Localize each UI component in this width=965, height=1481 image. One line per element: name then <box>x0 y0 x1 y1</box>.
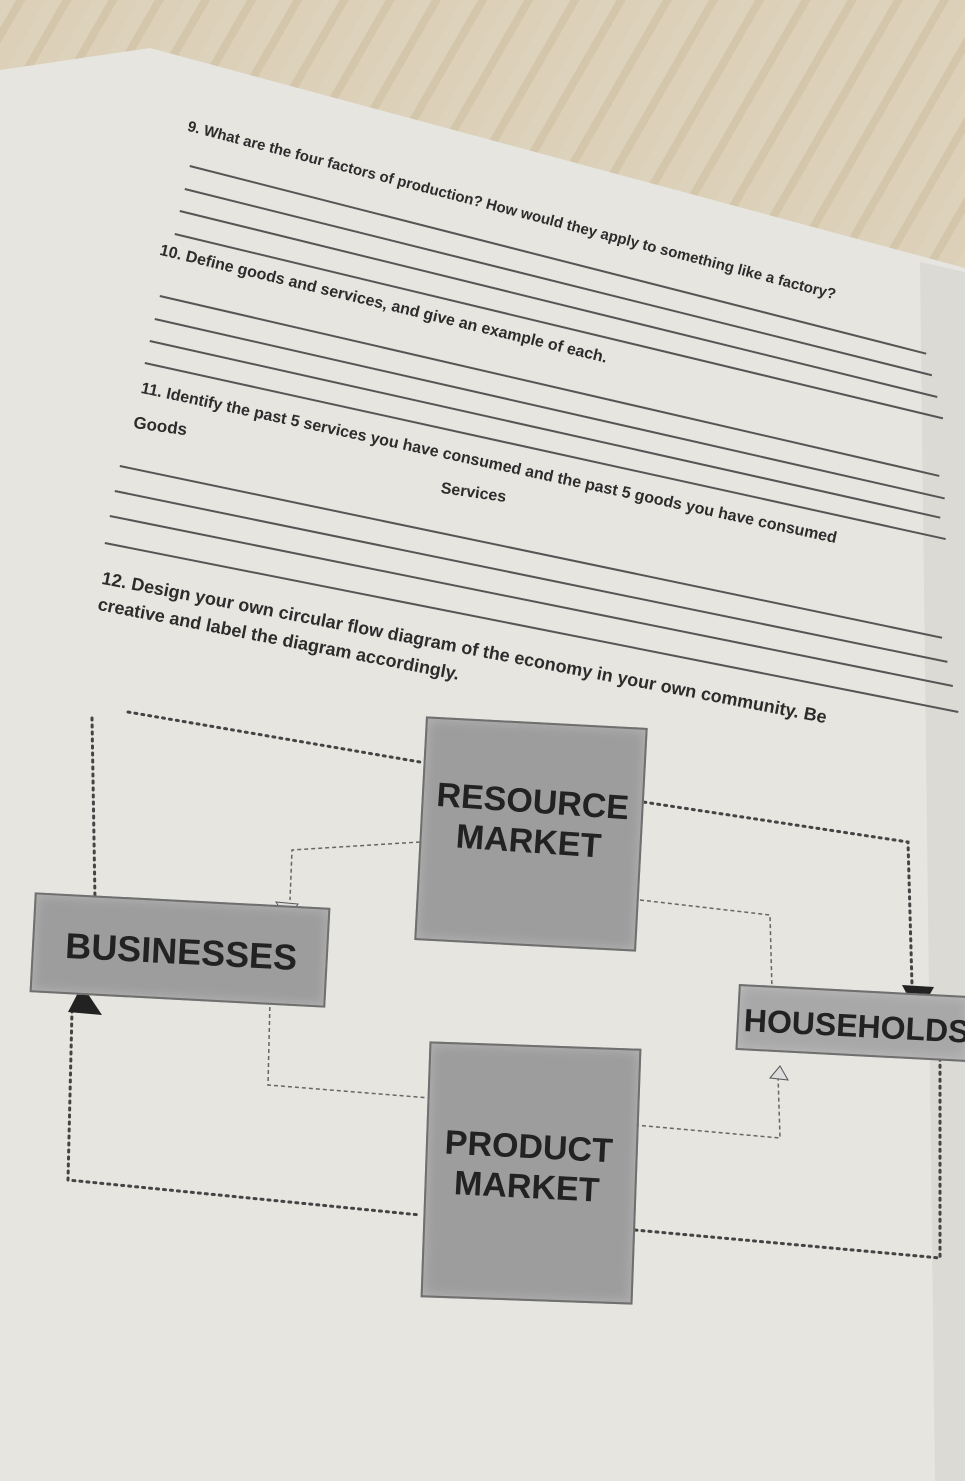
inner-flow-resource-to-households <box>639 899 773 991</box>
outer-flow-top <box>126 710 422 764</box>
outer-flow-bottom-left <box>66 1008 422 1217</box>
outer-flow-bottom-right <box>633 1058 942 1260</box>
product-market-label: PRODUCT MARKET <box>431 1122 625 1212</box>
arrow-up-icon <box>769 1065 789 1081</box>
inner-flow-resource-to-businesses <box>289 841 421 901</box>
outer-flow-left <box>90 716 97 902</box>
inner-flow-businesses-to-product <box>267 999 431 1099</box>
inner-flow-product-to-households <box>634 1074 781 1139</box>
outer-flow-top-right <box>628 798 914 987</box>
resource-market-label: RESOURCE MARKET <box>432 775 630 868</box>
arrow-up-icon <box>68 985 102 1015</box>
